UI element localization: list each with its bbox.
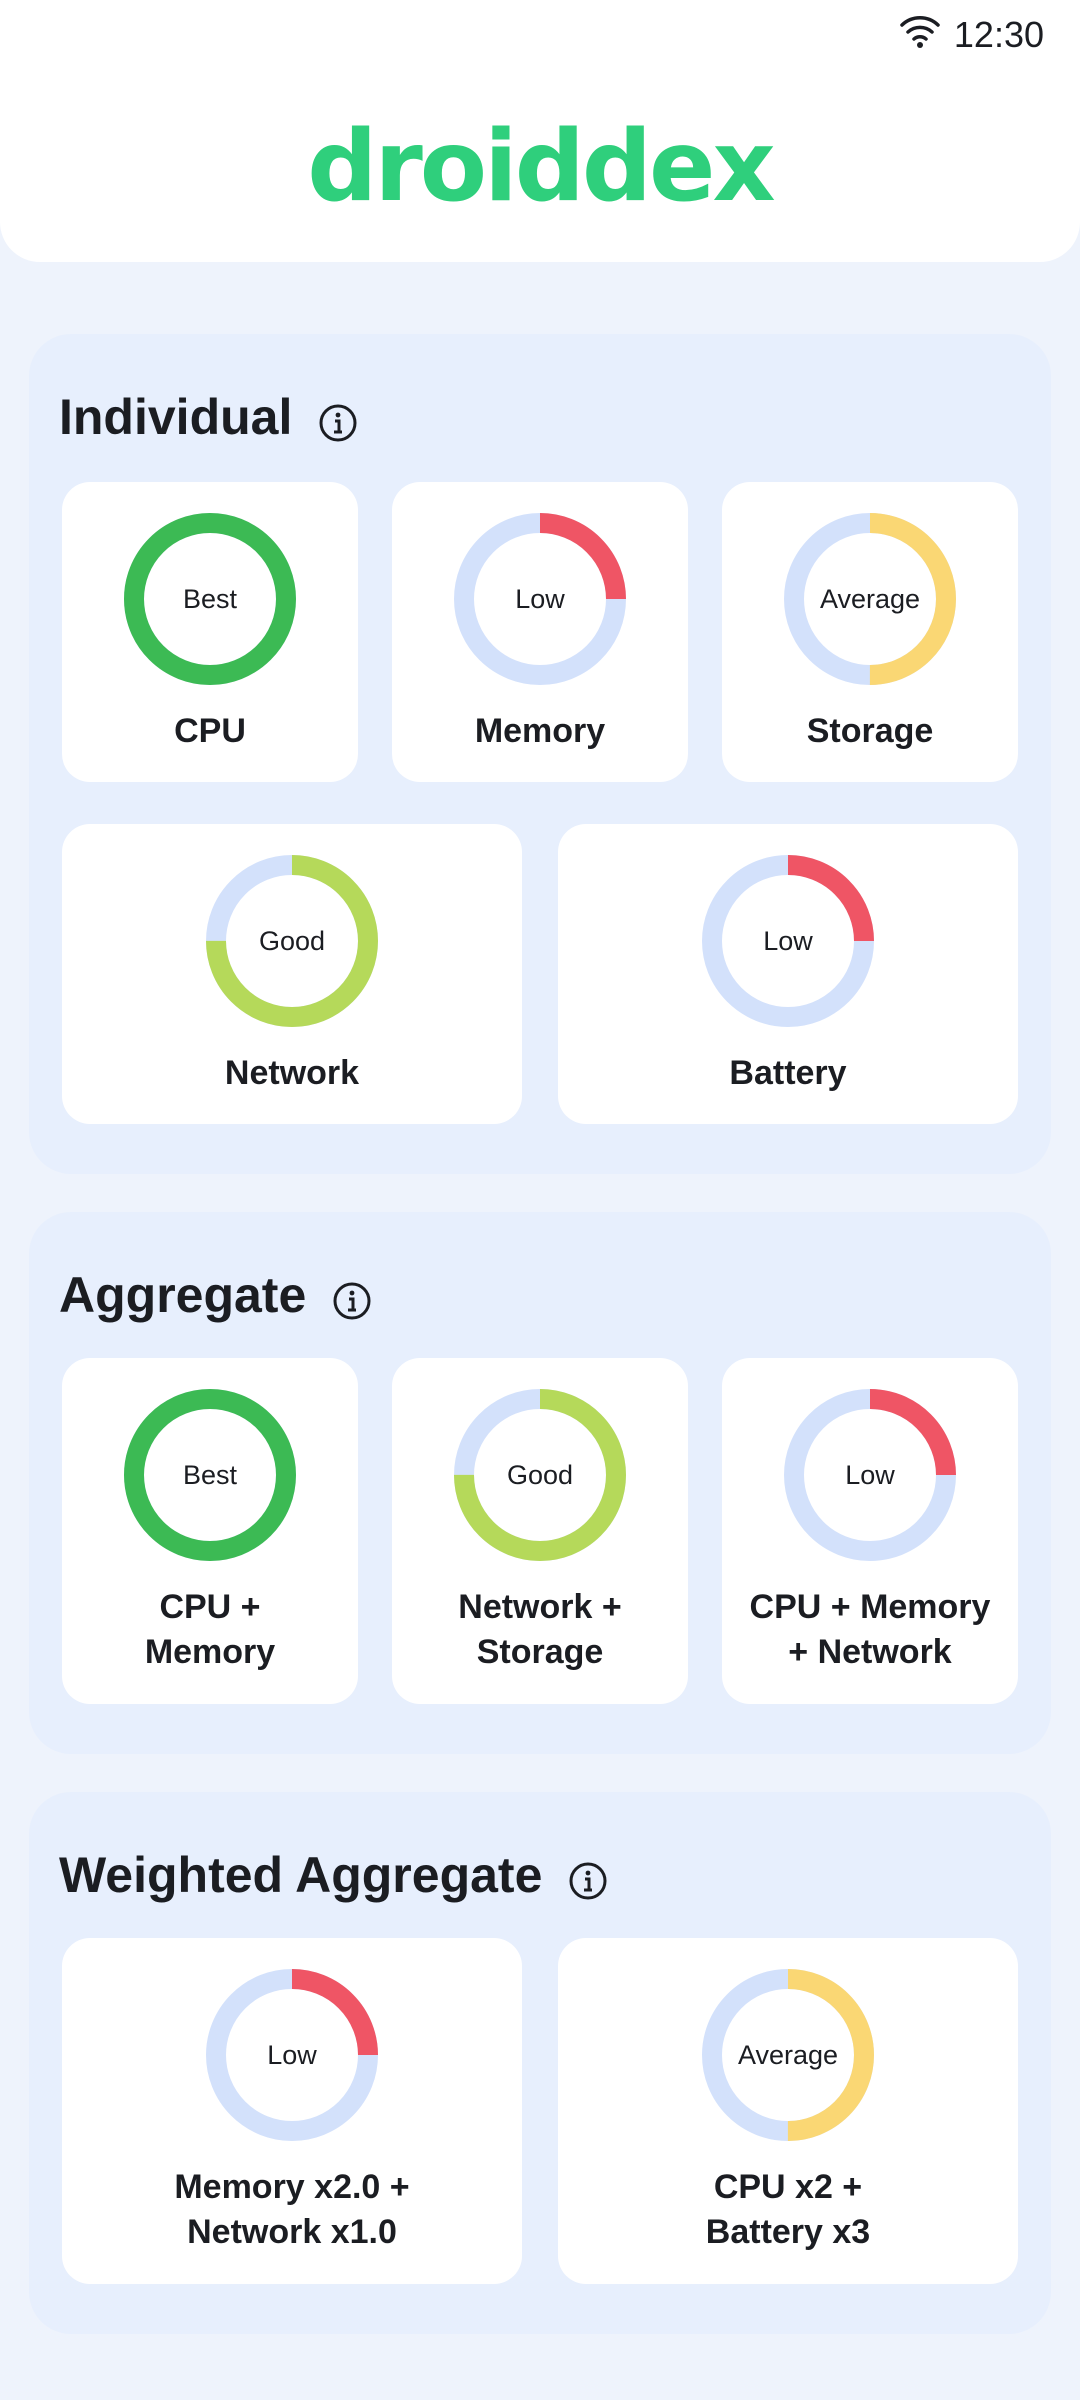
score-label-line: Battery x3 [705, 2213, 871, 2251]
score-level: Good [258, 925, 326, 956]
score-level: Low [267, 2039, 317, 2070]
ring-progress-arc [206, 855, 378, 1027]
score-ring: Low [784, 1389, 956, 1561]
info-icon[interactable] [318, 397, 358, 442]
individual-section: Individual Best CPU Low Memory Average S… [29, 334, 1051, 1174]
score-ring: Low [206, 1969, 378, 2141]
score-label: Battery [729, 1054, 847, 1092]
aggregate-section: Aggregate Best CPU + Memory Good Network… [29, 1212, 1051, 1754]
score-level: Average [737, 2039, 839, 2070]
score-label-line: Storage [476, 1633, 604, 1671]
score-label: CPU x2 + Battery x3 [706, 2165, 870, 2255]
weighted-aggregate-section: Weighted Aggregate Low Memory x2.0 + Net… [29, 1792, 1051, 2334]
score-card-memory-network-weighted[interactable]: Low Memory x2.0 + Network x1.0 [62, 1938, 522, 2284]
score-label-line: Memory [144, 1633, 276, 1671]
score-ring: Low [702, 855, 874, 1027]
individual-section-header: Individual [59, 388, 358, 446]
score-level: Best [182, 583, 238, 614]
status-bar: 12:30 [900, 12, 1044, 58]
score-card-cpu-battery-weighted[interactable]: Average CPU x2 + Battery x3 [558, 1938, 1018, 2284]
score-label-line: CPU x2 + [713, 2168, 863, 2206]
score-level: Average [819, 583, 921, 614]
score-card-memory[interactable]: Low Memory [392, 482, 688, 782]
score-level: Low [845, 1459, 895, 1490]
score-card-network[interactable]: Good Network [62, 824, 522, 1124]
score-card-cpu[interactable]: Best CPU [62, 482, 358, 782]
score-label-line: Network x1.0 [187, 2213, 397, 2251]
ring-progress-arc [124, 513, 296, 685]
score-label: CPU + Memory + Network [750, 1585, 991, 1675]
app-logo: droiddex [307, 110, 775, 224]
score-label: Memory [474, 712, 606, 750]
score-label: CPU + Memory [145, 1585, 275, 1675]
score-ring: Average [784, 513, 956, 685]
score-label-line: Memory x2.0 + [174, 2168, 410, 2206]
ring-progress-arc [784, 513, 956, 685]
aggregate-section-header: Aggregate [59, 1266, 372, 1324]
info-icon[interactable] [332, 1275, 372, 1320]
score-ring: Best [124, 1389, 296, 1561]
score-label-line: CPU + [159, 1588, 261, 1626]
score-level: Low [763, 925, 813, 956]
score-level: Best [182, 1459, 238, 1490]
info-icon[interactable] [568, 1855, 608, 1900]
score-level: Low [515, 583, 565, 614]
score-label-line: CPU + Memory [749, 1588, 991, 1626]
section-title: Weighted Aggregate [59, 1847, 543, 1903]
score-label-line: + Network [788, 1633, 952, 1671]
score-card-cpu-memory[interactable]: Best CPU + Memory [62, 1358, 358, 1704]
score-label: Memory x2.0 + Network x1.0 [174, 2165, 409, 2255]
ring-progress-arc [206, 1969, 378, 2141]
status-time: 12:30 [953, 14, 1044, 55]
score-card-battery[interactable]: Low Battery [558, 824, 1018, 1124]
score-ring: Best [124, 513, 296, 685]
score-label: CPU [174, 712, 246, 750]
score-ring: Good [454, 1389, 626, 1561]
ring-progress-arc [454, 1389, 626, 1561]
ring-progress-arc [784, 1389, 956, 1561]
ring-progress-arc [702, 855, 874, 1027]
score-card-network-storage[interactable]: Good Network + Storage [392, 1358, 688, 1704]
score-ring: Good [206, 855, 378, 1027]
section-title: Individual [59, 389, 293, 445]
section-title: Aggregate [59, 1267, 307, 1323]
app-header: 12:30 droiddex [0, 0, 1080, 262]
score-label: Storage [806, 712, 934, 750]
score-card-storage[interactable]: Average Storage [722, 482, 1018, 782]
score-label: Network [224, 1054, 360, 1092]
score-label: Network + Storage [458, 1585, 621, 1675]
weighted-section-header: Weighted Aggregate [59, 1846, 608, 1904]
score-ring: Low [454, 513, 626, 685]
ring-progress-arc [702, 1969, 874, 2141]
score-level: Good [506, 1459, 574, 1490]
wifi-icon [900, 13, 940, 58]
score-label-line: Network + [458, 1588, 622, 1626]
score-card-cpu-memory-network[interactable]: Low CPU + Memory + Network [722, 1358, 1018, 1704]
score-ring: Average [702, 1969, 874, 2141]
ring-progress-arc [124, 1389, 296, 1561]
ring-progress-arc [454, 513, 626, 685]
